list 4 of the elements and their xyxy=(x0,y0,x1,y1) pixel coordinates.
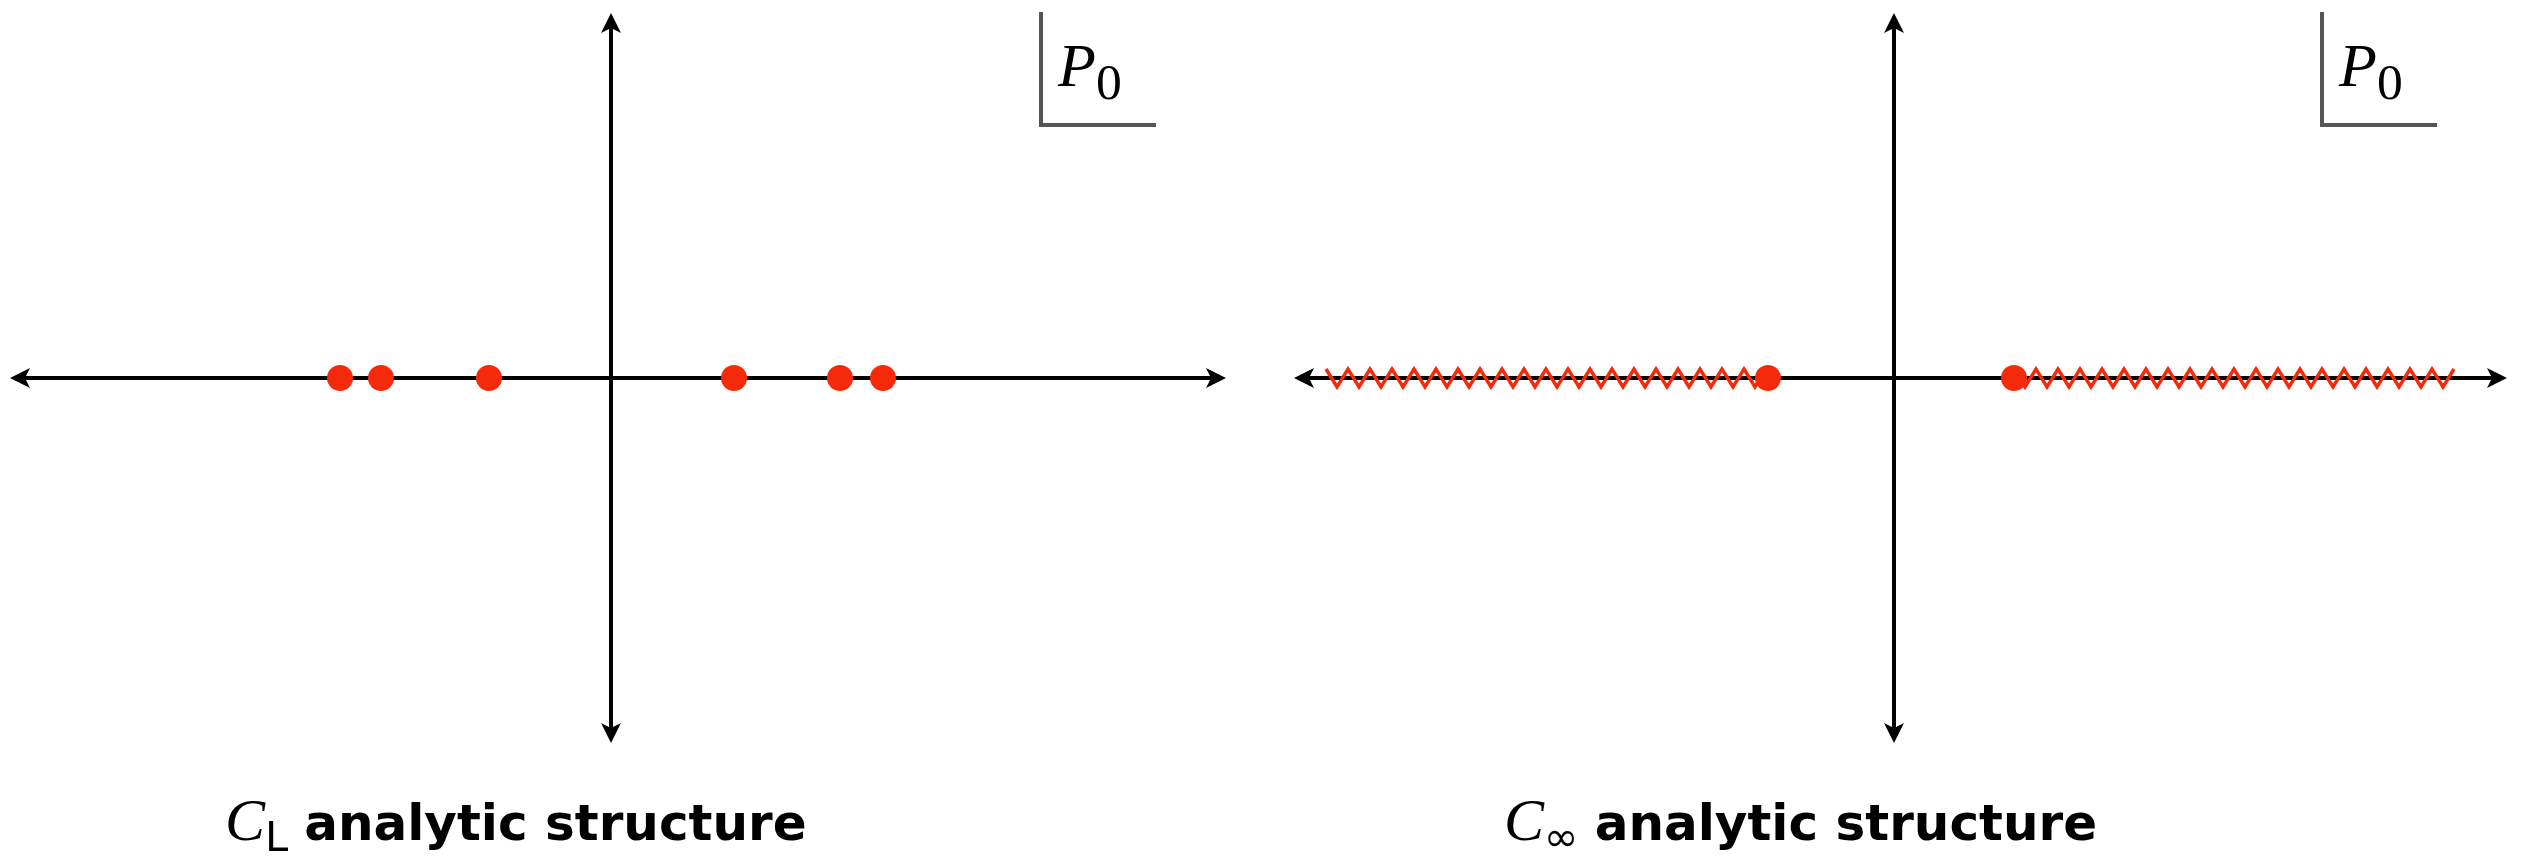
axis-label: P$_{0}$ xyxy=(2339,34,2403,109)
plot-caption: C$_{∞}$ analytic structure xyxy=(1504,790,2098,857)
plot-caption: C$_{L}$ analytic structure xyxy=(225,790,807,857)
axis-label: P$_{0}$ xyxy=(1058,34,1122,109)
